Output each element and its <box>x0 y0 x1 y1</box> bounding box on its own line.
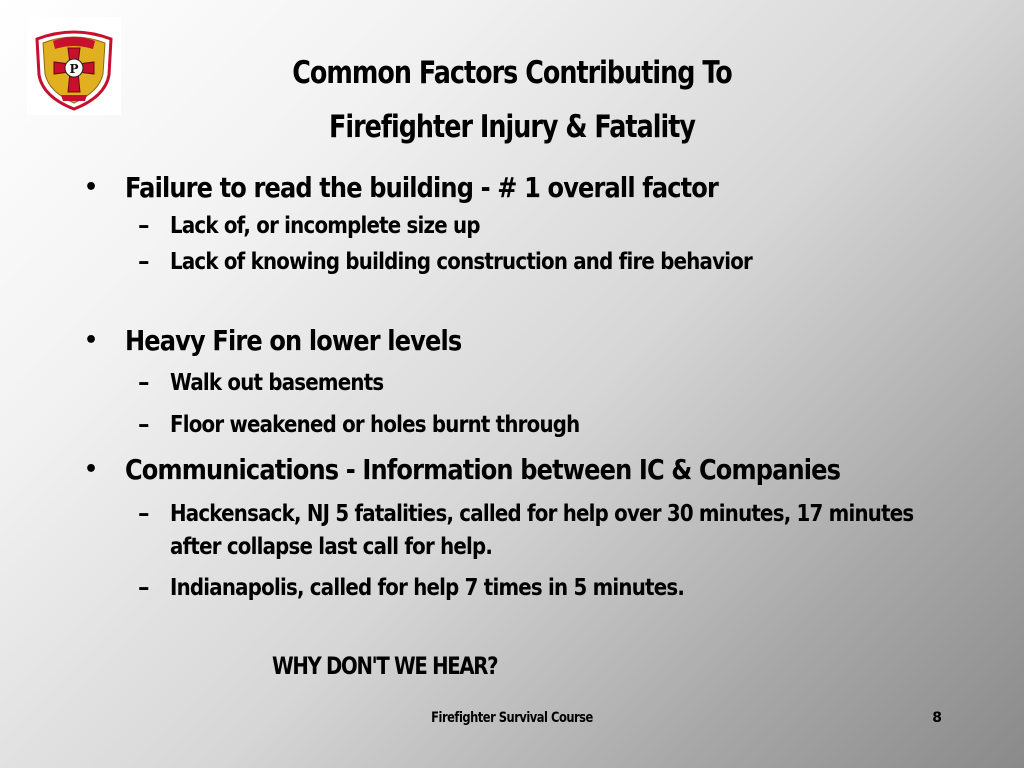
logo-letter: P <box>69 62 78 76</box>
bullet-marker: • <box>84 175 98 200</box>
sub-list-item-text: Hackensack, NJ 5 fatalities, called for … <box>170 501 914 560</box>
fire-department-logo: P <box>27 17 121 115</box>
dash-marker: – <box>138 501 150 527</box>
footer-course-name: Firefighter Survival Course <box>431 710 593 726</box>
dash-marker: – <box>138 249 150 275</box>
dash-marker: – <box>138 370 150 396</box>
sub-list-item-text: Walk out basements <box>170 370 384 396</box>
footer-page-number: 8 <box>932 710 942 726</box>
slide-title: Common Factors Contributing To Firefight… <box>199 46 825 154</box>
sub-list-item-text: Indianapolis, called for help 7 times in… <box>170 575 685 601</box>
sub-list-item-text: Lack of, or incomplete size up <box>170 213 481 239</box>
title-line-2: Firefighter Injury & Fatality <box>328 109 696 145</box>
list-item-text: Heavy Fire on lower levels <box>125 324 462 357</box>
dash-marker: – <box>138 575 150 601</box>
dash-marker: – <box>138 412 150 438</box>
sub-list-item: – Hackensack, NJ 5 fatalities, called fo… <box>138 498 948 568</box>
emphasis-text: WHY DON'T WE HEAR? <box>272 652 499 680</box>
list-item-text: Failure to read the building - # 1 overa… <box>125 171 719 204</box>
shield-icon: P <box>35 30 113 111</box>
sub-list-item-text: Lack of knowing building construction an… <box>170 249 753 275</box>
title-line-1: Common Factors Contributing To <box>292 55 733 91</box>
list-item-text: Communications - Information between IC … <box>125 453 841 486</box>
dash-marker: – <box>138 213 150 239</box>
sub-list-item-text: Floor weakened or holes burnt through <box>170 412 580 438</box>
bullet-marker: • <box>84 328 98 353</box>
bullet-marker: • <box>84 457 98 482</box>
